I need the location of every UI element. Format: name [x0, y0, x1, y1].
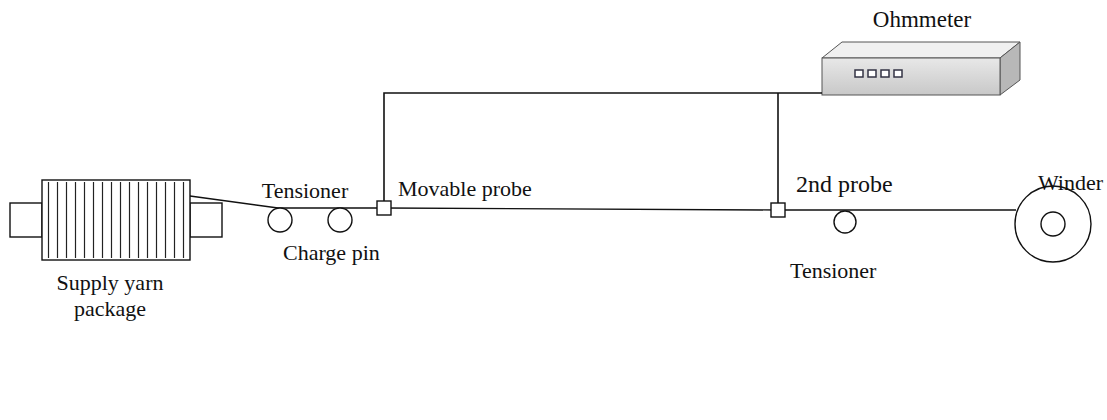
part-label: Winder — [1038, 170, 1103, 196]
tensioner-rollers — [268, 208, 856, 233]
winder — [1015, 186, 1091, 262]
probe-wires — [384, 93, 822, 204]
supply-package — [10, 180, 222, 260]
ohmmeter-box — [822, 42, 1020, 95]
part-label: Tensioner — [262, 178, 348, 204]
probe-squares — [377, 201, 785, 217]
part-label: Tensioner — [790, 258, 876, 284]
part-label: 2nd probe — [796, 170, 893, 199]
instrument-label: Ohmmeter — [873, 6, 971, 34]
part-label: Charge pin — [283, 240, 380, 266]
part-label: Supply yarn package — [40, 270, 180, 323]
part-label: Movable probe — [398, 176, 532, 202]
